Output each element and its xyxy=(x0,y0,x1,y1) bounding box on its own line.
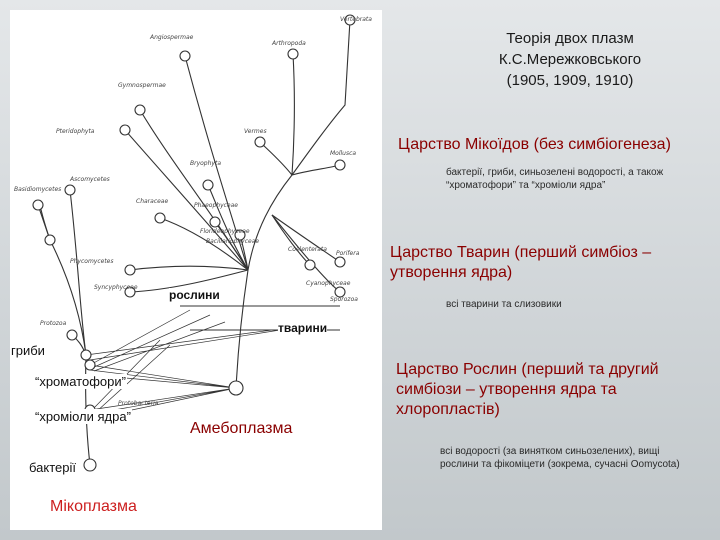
taxon-label: Coelenterata xyxy=(288,246,327,253)
taxon-label: Protobacteria xyxy=(118,400,159,407)
taxon-label: Arthropoda xyxy=(272,40,306,47)
taxon-label: Gymnospermae xyxy=(118,82,166,89)
slide-title: Теорія двох плазм К.С.Мережковського (19… xyxy=(440,28,700,91)
taxon-label: Florideophyceae xyxy=(200,228,250,235)
branch-arthropoda xyxy=(291,53,295,176)
taxon-label: Protozoa xyxy=(40,320,67,327)
branch-characeae xyxy=(159,217,249,271)
taxon-label: Cyanophyceae xyxy=(306,280,351,287)
label-nuclear-chromioles: “хроміоли ядра” xyxy=(34,409,132,424)
symbiosis-lines xyxy=(85,309,281,419)
title-line: К.С.Мережковського xyxy=(498,51,642,68)
label-mycoplasm: Мікоплазма xyxy=(50,498,137,515)
kingdom-plants-description: всі водорості (за винятком синьозелених)… xyxy=(440,446,680,470)
taxon-label: Basidiomycetes xyxy=(14,186,62,193)
label-fungi: гриби xyxy=(10,343,46,358)
kingdom-plants-heading: Царство Рослин (перший та другий симбіоз… xyxy=(396,361,659,418)
branch-angiospermae xyxy=(184,55,249,271)
branch-syncyphyceae xyxy=(129,269,249,293)
kingdom-mycoids-heading: Царство Мікоїдов (без симбіогенеза) xyxy=(398,136,671,153)
branch-porifera xyxy=(271,214,341,263)
branch-pteridophyta xyxy=(124,129,249,271)
taxon-label: Angiospermae xyxy=(150,34,194,41)
label-bacteria: бактерії xyxy=(28,460,77,475)
branch-vermes xyxy=(259,141,293,176)
label-plants: рослини xyxy=(169,288,220,302)
taxon-label: Characeae xyxy=(136,198,169,205)
branch-ascomycetes xyxy=(69,189,87,356)
title-line: Теорія двох плазм xyxy=(506,30,634,47)
mycoplasm-trunk xyxy=(37,204,91,466)
kingdom-animals-heading: Царство Тварин (перший симбіоз – утворен… xyxy=(390,244,652,281)
taxon-label: Porifera xyxy=(336,250,360,257)
phylogenetic-tree-panel: Vertebrata Arthropoda Angiospermae Gymno… xyxy=(10,10,382,530)
taxon-label: Ascomycetes xyxy=(70,176,110,183)
label-chromatophores: “хроматофори” xyxy=(34,374,127,389)
label-animals: тварини xyxy=(278,321,328,335)
branch-mollusca xyxy=(291,164,341,176)
taxon-label: Pteridophyta xyxy=(56,128,95,135)
taxon-label: Bryophyta xyxy=(190,160,221,167)
taxon-label: Sporozoa xyxy=(330,296,358,303)
taxon-label: Vertebrata xyxy=(340,16,372,23)
kingdom-mycoids-description: бактерії, гриби, синьозелені водорості, … xyxy=(446,167,664,191)
label-amoeboplasm: Амебоплазма xyxy=(190,420,293,438)
taxon-label: Phycomycetes xyxy=(70,258,114,265)
taxon-label: Phaeophyceae xyxy=(194,202,238,209)
branch-phycomycetes xyxy=(129,265,249,271)
kingdom-animals-description: всі тварини та слизовики xyxy=(446,299,562,310)
title-line: (1905, 1909, 1910) xyxy=(506,72,634,89)
taxon-label: Vermes xyxy=(244,128,267,135)
phylogenetic-tree xyxy=(32,14,356,472)
taxon-label: Bacillariophyceae xyxy=(206,238,260,245)
taxon-label: Mollusca xyxy=(330,150,357,157)
taxon-label: Syncyphyceae xyxy=(94,284,138,291)
